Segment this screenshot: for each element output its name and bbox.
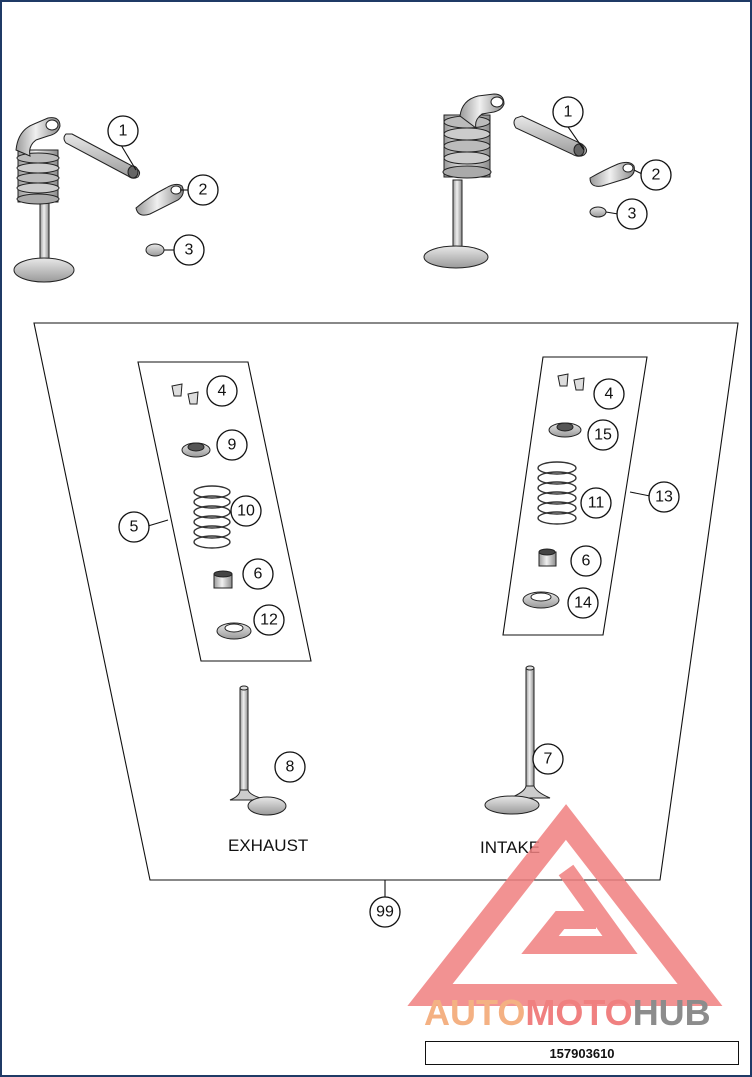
svg-text:5: 5 bbox=[130, 519, 139, 536]
callout-12: 12 bbox=[253, 604, 285, 636]
svg-text:8: 8 bbox=[286, 759, 295, 776]
callout-5: 5 bbox=[118, 511, 150, 543]
svg-text:2: 2 bbox=[199, 182, 208, 199]
callout-4-exhaust-kit: 4 bbox=[206, 375, 238, 407]
intake-valve-assembly bbox=[423, 93, 635, 269]
svg-text:4: 4 bbox=[605, 386, 614, 403]
intake-valve-cotters bbox=[557, 373, 585, 391]
svg-text:9: 9 bbox=[228, 437, 237, 454]
exhaust-spring-seat bbox=[216, 622, 252, 640]
svg-text:2: 2 bbox=[652, 167, 661, 184]
callout-6-exhaust-kit: 6 bbox=[242, 558, 274, 590]
callout-1-intake: 1 bbox=[552, 96, 584, 128]
callout-10: 10 bbox=[230, 495, 262, 527]
svg-text:7: 7 bbox=[544, 751, 553, 768]
svg-text:15: 15 bbox=[594, 427, 612, 444]
callout-15: 15 bbox=[587, 419, 619, 451]
intake-spring-stack bbox=[442, 114, 492, 179]
exhaust-valve-spring bbox=[193, 485, 231, 549]
svg-text:14: 14 bbox=[574, 595, 592, 612]
svg-text:12: 12 bbox=[260, 612, 278, 629]
exhaust-valve-stem bbox=[39, 194, 50, 266]
callout-11: 11 bbox=[580, 487, 612, 519]
exhaust-shim bbox=[145, 243, 165, 257]
svg-text:11: 11 bbox=[588, 495, 605, 512]
intake-valve-head bbox=[423, 245, 489, 269]
exhaust-valve-head bbox=[13, 257, 75, 283]
intake-spring-retainer bbox=[548, 422, 582, 438]
svg-text:10: 10 bbox=[237, 503, 255, 520]
svg-text:1: 1 bbox=[119, 123, 128, 140]
svg-text:3: 3 bbox=[628, 206, 637, 223]
svg-text:99: 99 bbox=[376, 904, 394, 921]
exhaust-valve-cotters bbox=[171, 383, 199, 405]
callout-6-intake-kit: 6 bbox=[570, 545, 602, 577]
callout-2-intake: 2 bbox=[640, 159, 672, 191]
exhaust-valve bbox=[229, 685, 287, 816]
intake-spring-seat bbox=[522, 591, 560, 609]
part-number: 157903610 bbox=[549, 1045, 615, 1061]
callout-14: 14 bbox=[567, 587, 599, 619]
intake-valve-spring bbox=[537, 461, 577, 525]
callout-2-exhaust: 2 bbox=[187, 174, 219, 206]
callout-13: 13 bbox=[648, 481, 680, 513]
svg-text:6: 6 bbox=[582, 553, 591, 570]
exhaust-valve-stem-seal bbox=[213, 570, 233, 589]
callout-7: 7 bbox=[532, 743, 564, 775]
intake-kit-outline bbox=[502, 356, 648, 636]
svg-text:6: 6 bbox=[254, 566, 263, 583]
watermark-text: AUTOMOTOHUB bbox=[424, 992, 711, 1033]
part-number-box: 157903610 bbox=[425, 1041, 739, 1065]
exhaust-spring-retainer bbox=[181, 442, 211, 458]
exhaust-label: EXHAUST bbox=[228, 836, 308, 855]
callout-8: 8 bbox=[274, 751, 306, 783]
callout-1-exhaust: 1 bbox=[107, 115, 139, 147]
callout-3-exhaust: 3 bbox=[173, 234, 205, 266]
callout-9: 9 bbox=[216, 429, 248, 461]
exhaust-kit-outline bbox=[137, 361, 312, 662]
intake-valve-stem-seal bbox=[538, 548, 557, 567]
intake-shim bbox=[589, 206, 607, 218]
exhaust-valve-assembly bbox=[13, 117, 184, 283]
exhaust-spring-stack bbox=[16, 149, 60, 205]
intake-valve-stem bbox=[452, 179, 463, 251]
svg-text:3: 3 bbox=[185, 242, 194, 259]
callout-99: 99 bbox=[369, 896, 401, 928]
callout-4-intake-kit: 4 bbox=[593, 378, 625, 410]
intake-label: INTAKE bbox=[480, 838, 540, 857]
svg-text:1: 1 bbox=[564, 104, 573, 121]
svg-text:13: 13 bbox=[655, 489, 673, 506]
automotohub-watermark-logo bbox=[407, 804, 723, 1006]
svg-text:4: 4 bbox=[218, 383, 227, 400]
assembly-outline bbox=[33, 322, 739, 881]
callout-3-intake: 3 bbox=[616, 198, 648, 230]
intake-valve bbox=[484, 665, 551, 815]
